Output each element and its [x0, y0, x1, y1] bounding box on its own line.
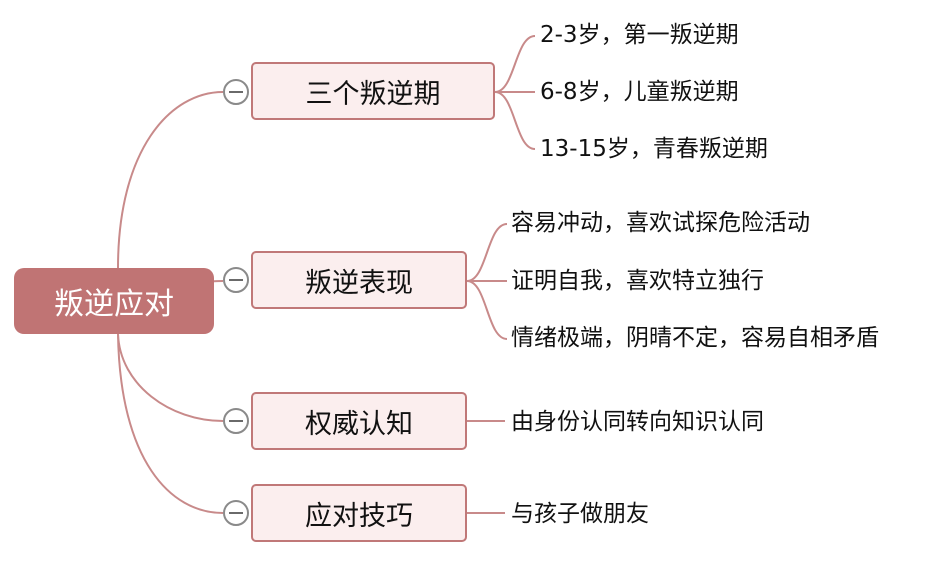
leaf-topic[interactable]: 2-3岁，第一叛逆期: [540, 22, 739, 48]
connector-line: [117, 333, 224, 422]
collapse-toggle-icon[interactable]: [223, 267, 249, 293]
connector-line: [494, 91, 536, 150]
connector-line: [117, 91, 224, 269]
connector-line: [466, 280, 508, 340]
branch-topic-three-periods[interactable]: 三个叛逆期: [251, 62, 495, 120]
connector-line: [494, 35, 536, 93]
root-topic-label: 叛逆应对: [54, 287, 174, 322]
leaf-topic[interactable]: 证明自我，喜欢特立独行: [511, 268, 764, 294]
branch-topic-label: 三个叛逆期: [305, 78, 441, 110]
branch-topic-authority[interactable]: 权威认知: [251, 392, 467, 450]
collapse-toggle-icon[interactable]: [223, 500, 249, 526]
collapse-toggle-icon[interactable]: [223, 79, 249, 105]
branch-topic-label: 应对技巧: [305, 500, 413, 532]
leaf-topic[interactable]: 6-8岁，儿童叛逆期: [540, 79, 739, 105]
collapse-toggle-icon[interactable]: [223, 408, 249, 434]
branch-topic-label: 权威认知: [305, 408, 413, 440]
branch-topic-techniques[interactable]: 应对技巧: [251, 484, 467, 542]
branch-topic-label: 叛逆表现: [305, 267, 413, 299]
leaf-topic[interactable]: 与孩子做朋友: [511, 501, 649, 527]
leaf-topic[interactable]: 13-15岁，青春叛逆期: [540, 136, 768, 162]
leaf-topic[interactable]: 容易冲动，喜欢试探危险活动: [511, 210, 810, 236]
leaf-topic[interactable]: 情绪极端，阴晴不定，容易自相矛盾: [511, 325, 879, 351]
leaf-topic[interactable]: 由身份认同转向知识认同: [511, 409, 764, 435]
branch-topic-rebellion-signs[interactable]: 叛逆表现: [251, 251, 467, 309]
root-topic[interactable]: 叛逆应对: [14, 268, 214, 334]
connector-line: [466, 223, 508, 282]
connector-line: [117, 333, 224, 514]
